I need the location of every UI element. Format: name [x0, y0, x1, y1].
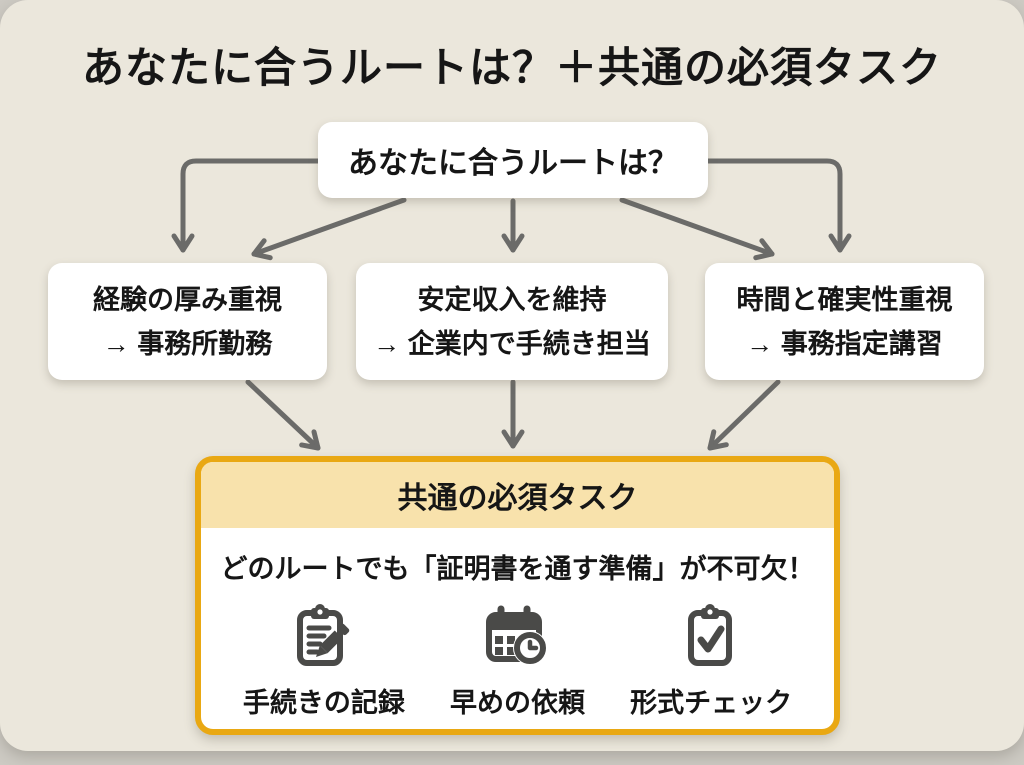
- task-item-early-request: 早めの依頼: [432, 599, 602, 720]
- route-box-designated-training: 時間と確実性重視 → 事務指定講習: [705, 263, 984, 380]
- common-tasks-header: 共通の必須タスク: [201, 462, 834, 528]
- route-criterion: 安定収入を維持: [417, 284, 607, 315]
- route-destination: → 事務指定講習: [746, 328, 943, 359]
- root-question-box: あなたに合うルートは？: [318, 122, 708, 198]
- task-label: 手続きの記録: [242, 688, 405, 718]
- clipboard-pencil-icon: [286, 599, 362, 673]
- common-tasks-title: 共通の必須タスク: [397, 482, 638, 515]
- route-box-office-work: 経験の厚み重視 → 事務所勤務: [48, 263, 327, 380]
- clipboard-check-icon: [673, 599, 749, 673]
- calendar-clock-icon: [479, 599, 555, 673]
- route-criterion: 時間と確実性重視: [736, 284, 953, 315]
- task-item-record: 手続きの記録: [239, 599, 409, 720]
- common-tasks-panel: 共通の必須タスク どのルートでも「証明書を通す準備」が不可欠！: [195, 456, 840, 735]
- route-criterion: 経験の厚み重視: [93, 284, 282, 315]
- task-list: 手続きの記録: [201, 599, 834, 720]
- route-box-in-company: 安定収入を維持 → 企業内で手続き担当: [356, 263, 668, 380]
- common-tasks-note: どのルートでも「証明書を通す準備」が不可欠！: [220, 554, 815, 584]
- task-label: 早めの依頼: [449, 688, 585, 718]
- route-destination: → 企業内で手続き担当: [373, 328, 651, 359]
- task-item-format-check: 形式チェック: [626, 599, 796, 720]
- root-question-label: あなたに合うルートは？: [348, 147, 678, 180]
- task-label: 形式チェック: [630, 688, 793, 718]
- route-destination: → 事務所勤務: [102, 328, 273, 359]
- page-title: あなたに合うルートは？＋共通の必須タスク: [81, 44, 942, 91]
